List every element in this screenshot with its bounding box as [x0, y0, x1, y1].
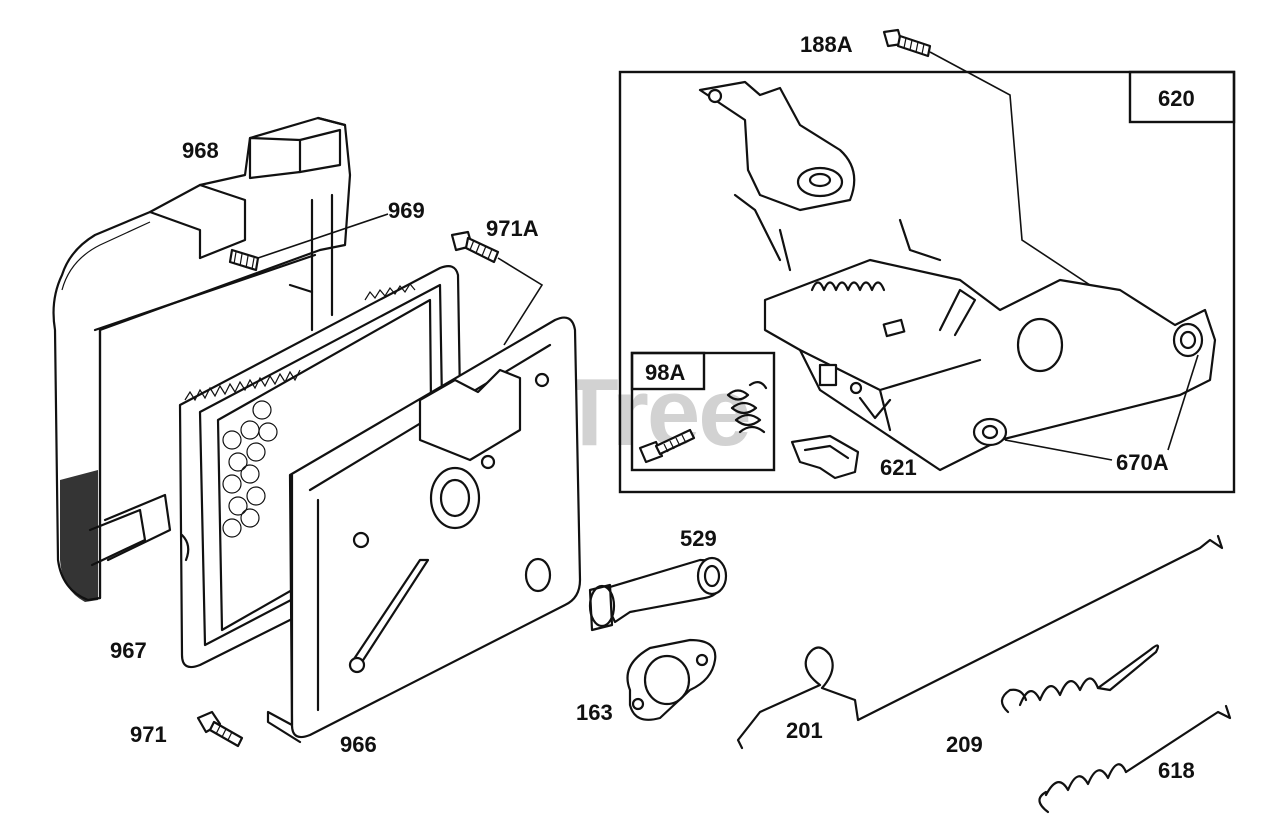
- label-969: 969: [388, 198, 425, 223]
- part-966-cover[interactable]: [266, 316, 582, 744]
- label-966: 966: [340, 732, 377, 757]
- leader-670A-b: [1167, 354, 1199, 451]
- leader-670A-a: [1004, 439, 1113, 461]
- part-labels: 188A 620 968 969 971A 98A 621 670A 529 9…: [110, 32, 1195, 783]
- label-163: 163: [576, 700, 613, 725]
- leader-971A: [497, 257, 544, 346]
- part-188A-bolt[interactable]: [882, 28, 932, 58]
- part-620-governor-control[interactable]: [698, 80, 1217, 472]
- label-971: 971: [130, 722, 167, 747]
- label-620: 620: [1158, 86, 1195, 111]
- label-670A: 670A: [1116, 450, 1169, 475]
- part-201-link-rod[interactable]: [736, 534, 1224, 750]
- part-971A-screw[interactable]: [450, 230, 500, 264]
- part-98A-screw-spring[interactable]: [638, 381, 768, 464]
- label-971A: 971A: [486, 216, 539, 241]
- label-209: 209: [946, 732, 983, 757]
- part-209-spring[interactable]: [1000, 644, 1160, 714]
- part-529-tube[interactable]: [588, 556, 728, 632]
- part-163-gasket[interactable]: [626, 638, 717, 721]
- label-968: 968: [182, 138, 219, 163]
- box-98A: [630, 351, 776, 472]
- label-618: 618: [1158, 758, 1195, 783]
- box-620-governor-assembly: [618, 70, 1236, 494]
- label-98A: 98A: [645, 360, 685, 385]
- part-618-spring[interactable]: [1038, 704, 1232, 814]
- label-188A: 188A: [800, 32, 853, 57]
- label-621: 621: [880, 455, 917, 480]
- leader-969: [257, 213, 389, 259]
- label-529: 529: [680, 526, 717, 551]
- part-971-screw[interactable]: [196, 710, 244, 748]
- label-201: 201: [786, 718, 823, 743]
- part-621-clip[interactable]: [790, 434, 860, 480]
- label-967: 967: [110, 638, 147, 663]
- part-968-air-cleaner-base[interactable]: [52, 116, 352, 602]
- part-969-stud[interactable]: [228, 248, 260, 272]
